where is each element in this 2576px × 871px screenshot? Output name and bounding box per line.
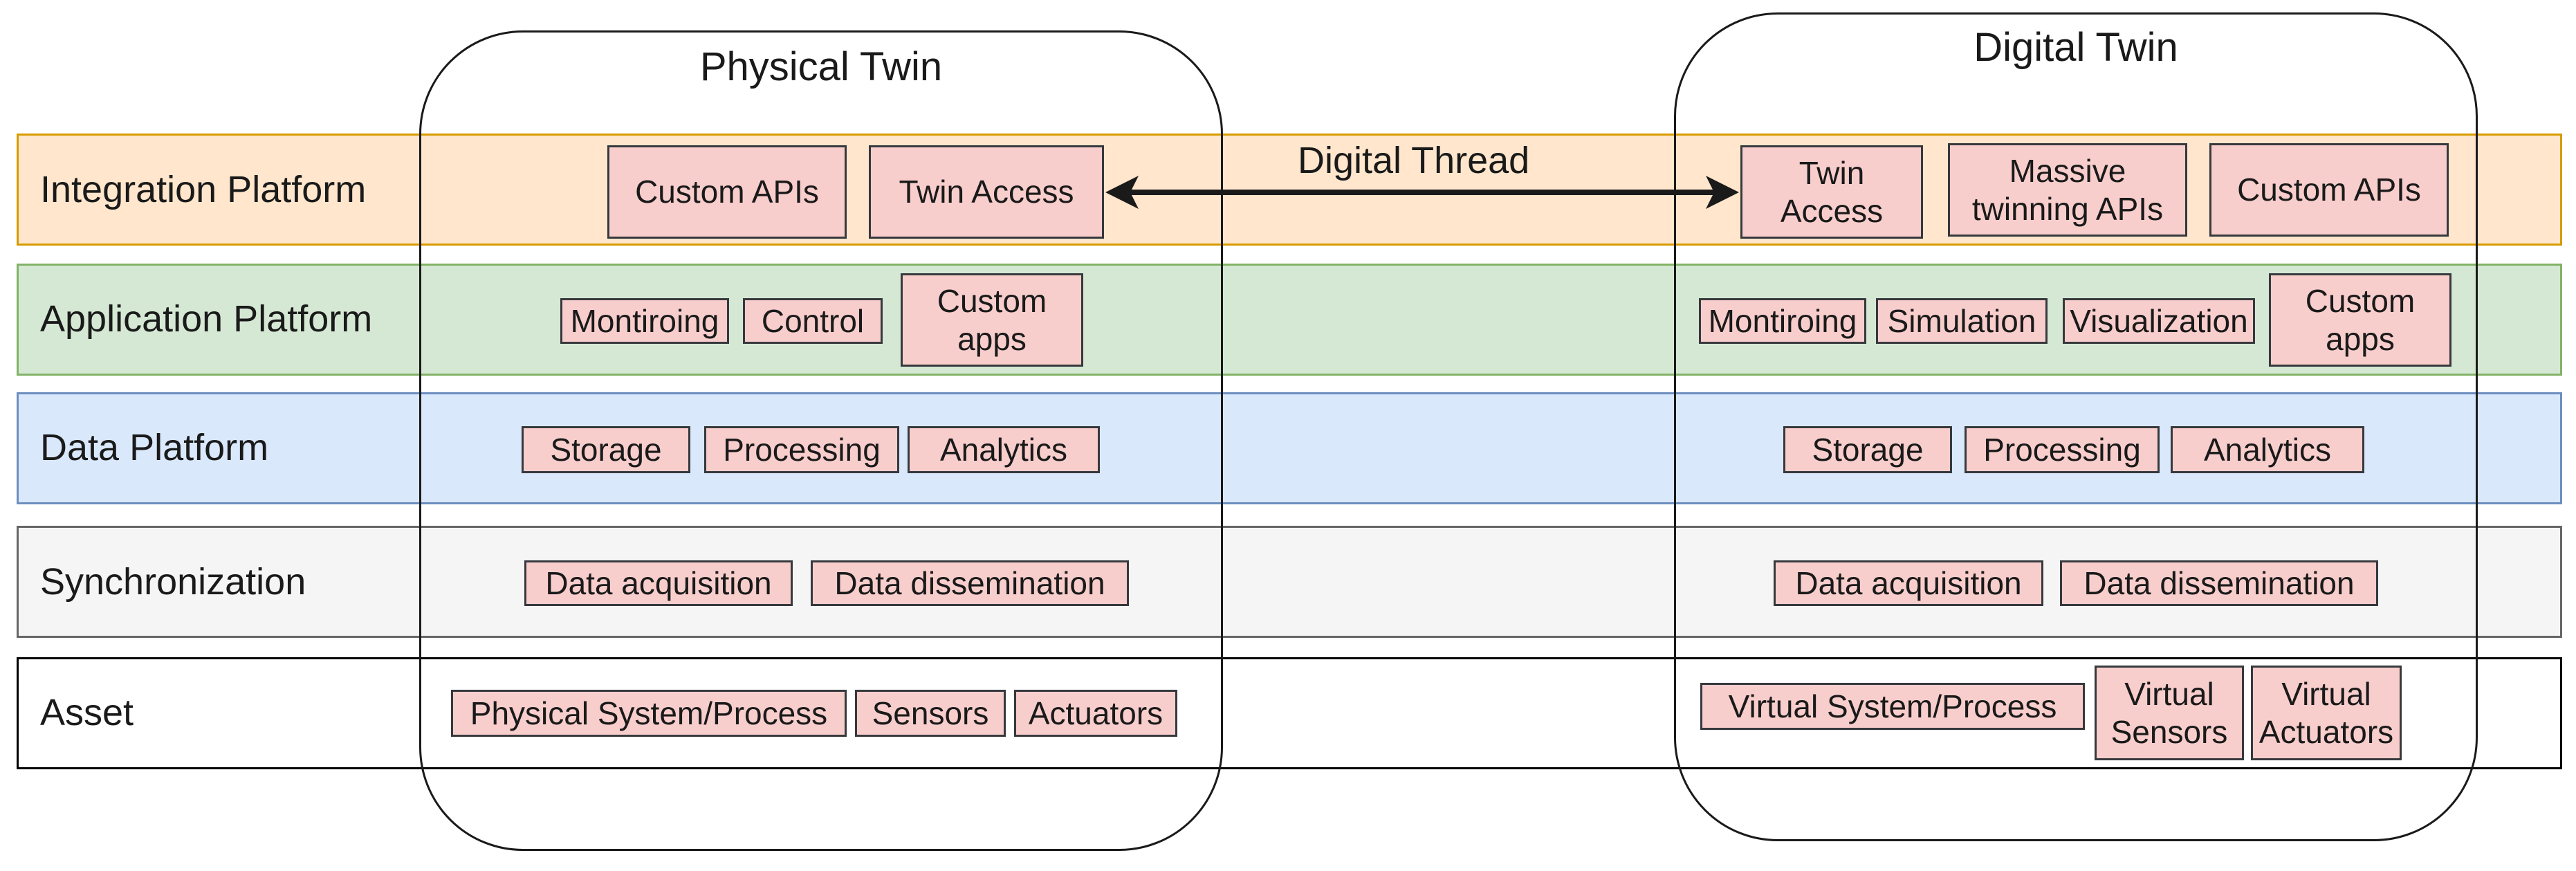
physical-data-acquisition-box: Data acquisition: [524, 560, 793, 606]
physical-custom-apps-box: Custom apps: [901, 273, 1083, 367]
digital-custom-apis-box: Custom APIs: [2209, 143, 2449, 237]
physical-control-box: Control: [743, 298, 883, 344]
physical-twin-title: Physical Twin: [699, 44, 943, 89]
digital-twin-frame: [1674, 12, 2478, 841]
layer-label-data: Data Platform: [40, 427, 269, 468]
digital-massive-twinning-apis-box: Massive twinning APIs: [1948, 143, 2187, 237]
layer-label-application: Application Platform: [40, 298, 373, 340]
physical-storage-box: Storage: [522, 426, 690, 473]
digital-data-dissemination-box: Data dissemination: [2060, 560, 2378, 606]
digital-thread-arrowhead-left: [1105, 176, 1139, 209]
physical-actuators-box: Actuators: [1014, 690, 1177, 737]
digital-thread-label: Digital Thread: [1298, 140, 1530, 181]
physical-analytics-box: Analytics: [908, 426, 1100, 473]
virtual-actuators-box: Virtual Actuators: [2251, 666, 2402, 760]
digital-visualization-box: Visualization: [2063, 298, 2255, 344]
physical-system-process-box: Physical System/Process: [451, 690, 847, 737]
virtual-sensors-box: Virtual Sensors: [2095, 666, 2244, 760]
layer-label-integration: Integration Platform: [40, 169, 367, 210]
digital-thread-arrowhead-right: [1706, 176, 1739, 209]
digital-custom-apps-box: Custom apps: [2269, 273, 2451, 367]
physical-twin-frame: [419, 30, 1223, 851]
physical-monitoring-box: Montiroing: [560, 298, 729, 344]
digital-storage-box: Storage: [1783, 426, 1952, 473]
digital-simulation-box: Simulation: [1876, 298, 2048, 344]
digital-analytics-box: Analytics: [2171, 426, 2364, 473]
digital-monitoring-box: Montiroing: [1699, 298, 1866, 344]
physical-processing-box: Processing: [704, 426, 899, 473]
virtual-system-process-box: Virtual System/Process: [1700, 683, 2085, 730]
layer-label-asset: Asset: [40, 692, 134, 733]
physical-custom-apis-box: Custom APIs: [607, 145, 847, 239]
physical-data-dissemination-box: Data dissemination: [811, 560, 1129, 606]
layer-label-synchronization: Synchronization: [40, 561, 306, 603]
digital-twin-title: Digital Twin: [1974, 25, 2178, 70]
physical-twin-access-box: Twin Access: [869, 145, 1104, 239]
digital-data-acquisition-box: Data acquisition: [1774, 560, 2043, 606]
digital-processing-box: Processing: [1965, 426, 2160, 473]
digital-twin-access-box: Twin Access: [1740, 145, 1923, 239]
physical-sensors-box: Sensors: [855, 690, 1006, 737]
